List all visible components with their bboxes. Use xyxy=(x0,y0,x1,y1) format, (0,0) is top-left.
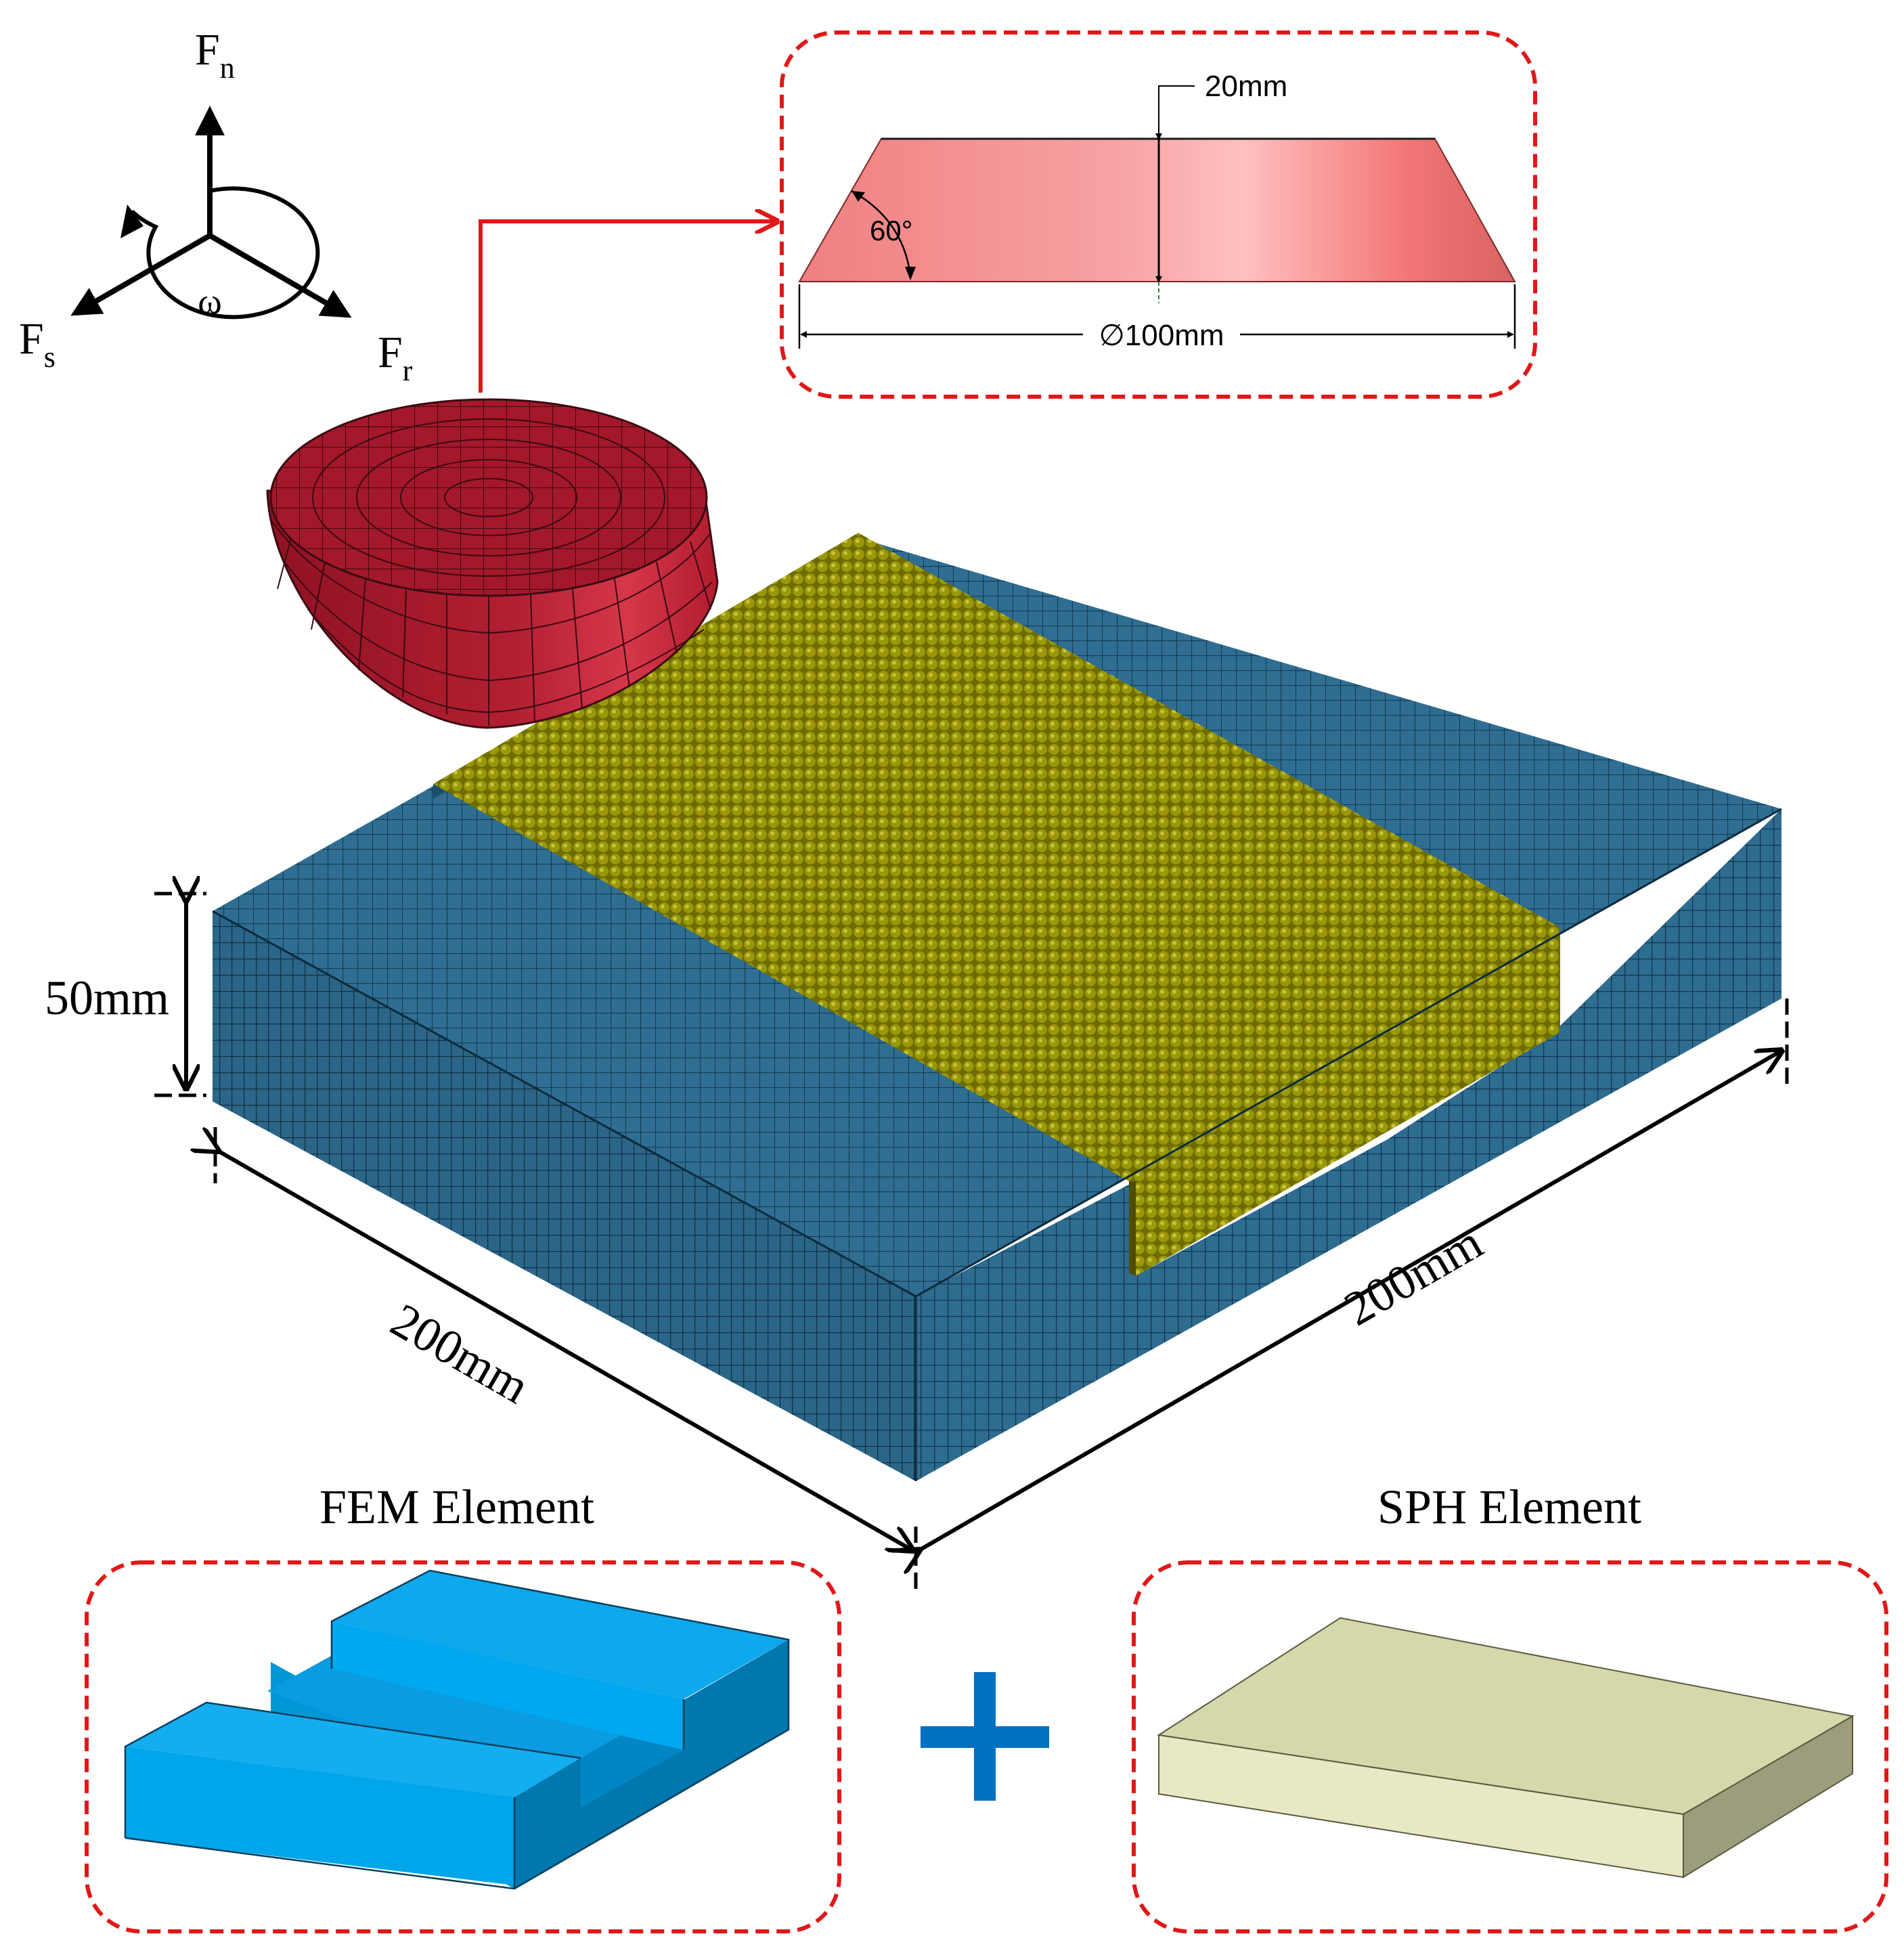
thickness-label: 50mm xyxy=(45,971,169,1025)
tool-mesh-meridians xyxy=(277,538,711,726)
fem-front-ridge-side xyxy=(514,1758,581,1845)
tool-mesh-top xyxy=(269,398,708,597)
radial-force-axis xyxy=(208,233,352,318)
fem-solid-edges xyxy=(124,1569,790,1890)
rotation-omega-label: ω xyxy=(198,281,222,322)
width-label: 200mm xyxy=(382,1293,539,1414)
width-dimension-line xyxy=(218,1151,912,1550)
shear-force-label: Fs xyxy=(19,314,56,374)
plus-sign xyxy=(921,1672,1049,1801)
rotation-arrow xyxy=(130,186,320,320)
fem-element-title: FEM Element xyxy=(319,1480,594,1534)
sph-particle-front-edge xyxy=(1129,1181,1136,1276)
fem-ridge-top xyxy=(332,1571,789,1699)
rotation-arrow-head xyxy=(120,204,143,238)
angle-arrow-head-bottom xyxy=(905,267,916,280)
force-coordinate-system: ω Fn Fs Fr xyxy=(19,25,413,387)
plus-vertical xyxy=(974,1672,996,1801)
length-dimension-line xyxy=(919,1051,1781,1550)
tool-diameter-label: ∅100mm xyxy=(1099,319,1224,352)
tool-mesh xyxy=(266,398,719,729)
tool-height-label: 20mm xyxy=(1205,70,1287,103)
sph-solid-right-face xyxy=(1683,1715,1853,1879)
sph-element-border xyxy=(1132,1560,1888,1933)
fem-front-ridge-top xyxy=(125,1703,581,1797)
angle-arc xyxy=(851,190,912,277)
tool-profile-callout: 20mm 60° ∅100mm xyxy=(780,30,1537,399)
tool-angle-label: 60° xyxy=(870,215,913,246)
normal-force-label: Fn xyxy=(195,25,235,85)
fem-element-border xyxy=(85,1560,841,1933)
fem-element-legend: FEM Element xyxy=(85,1480,841,1933)
shear-force-axis xyxy=(70,233,211,316)
callout-connector-arrow xyxy=(479,221,777,393)
sph-element-title: SPH Element xyxy=(1377,1480,1641,1534)
sph-element-legend: SPH Element xyxy=(1132,1480,1888,1933)
tool-profile-callout-border xyxy=(780,30,1537,399)
fem-ridge-front xyxy=(332,1621,684,1750)
angle-arrow-head-top xyxy=(851,191,865,202)
height-leader-line xyxy=(1158,85,1195,139)
radial-force-label: Fr xyxy=(378,328,413,387)
fem-front-ridge-front xyxy=(125,1747,514,1885)
